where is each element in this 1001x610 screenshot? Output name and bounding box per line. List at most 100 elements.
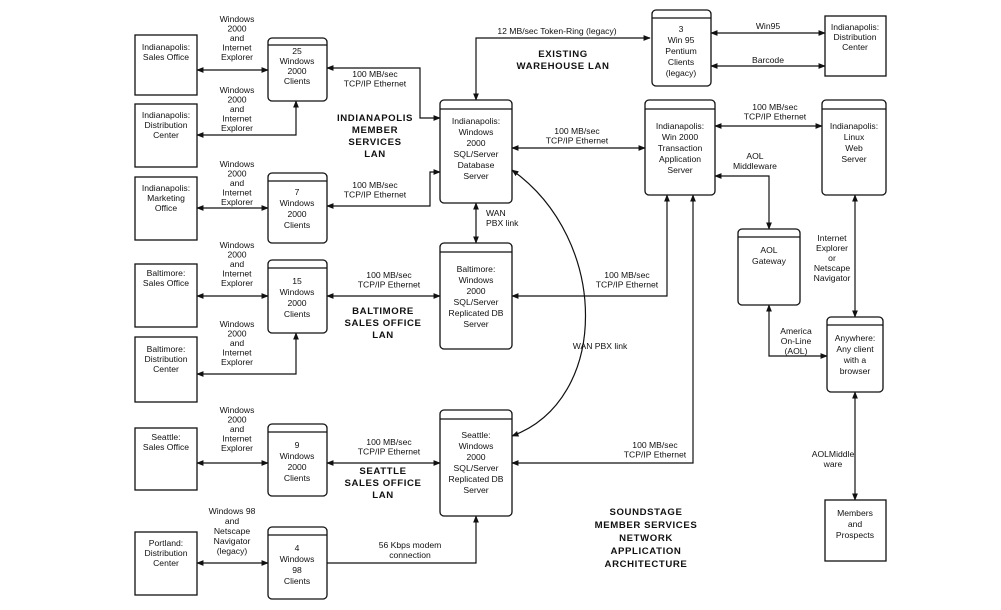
indy-lan-label-line: INDIANAPOLIS [337,113,413,124]
balt-db-server-label-line: Baltimore: [457,264,496,274]
os-label-5-line: Explorer [221,357,253,367]
diagram-title-line: ARCHITECTURE [605,559,688,570]
os-label-6-line: Explorer [221,443,253,453]
balt-db-server-label-line: SQL/Server [454,297,499,307]
aol-gateway-label-line: AOL [760,245,777,255]
indy-lan-label-line: LAN [364,149,386,160]
indy-db-server-label-line: Database [458,160,495,170]
os-label-3-line: Windows [220,159,255,169]
seattle-db-server-label-line: Seattle: [461,430,490,440]
office-members-label-line: Prospects [836,530,874,540]
seattle-db-server-label-line: Windows [459,441,494,451]
office-indy-dist-left-box [134,103,198,168]
web-server-label-line: Indianapolis: [830,121,878,131]
office-indy-sales-label-line: Indianapolis: [142,42,190,52]
balt-db-server-label-line: Replicated DB [449,308,504,318]
office-balt-dist-box [134,336,198,403]
office-indy-sales-label: Indianapolis:Sales Office [142,42,190,62]
office-members-label-line: Members [837,508,873,518]
client-boxes [267,9,712,600]
office-seattle-sales-label-line: Seattle: [151,432,180,442]
seattle-db-server-label-line: Server [463,485,488,495]
client-group-25-label-line: Clients [284,76,310,86]
anywhere-client-label-line: Anywhere: [835,333,876,343]
transaction-server-box [644,99,716,196]
balt-lan-label-line: SALES OFFICE [344,318,421,329]
client-group-25-label-line: Windows [280,56,315,66]
seattle-db-server-label-line: SQL/Server [454,463,499,473]
os-label-4-line: Windows [220,240,255,250]
os-label-4-line: 2000 [227,250,246,260]
ethernet-label-8-line: TCP/IP Ethernet [744,112,807,122]
indy-db-server-label-line: Windows [459,127,494,137]
client-group-9-box [267,423,328,497]
connections [196,30,858,566]
office-portland-box [134,531,198,596]
browsers-label-line: or [828,253,836,263]
indy-db-server-label-line: Indianapolis: [452,116,500,126]
web-server-box [821,99,887,196]
office-seattle-sales-box [134,427,198,491]
os-label-1-line: 2000 [227,24,246,34]
os-label-1-line: Windows [220,14,255,24]
os-label-1-line: Internet [222,43,252,53]
box-texts: Indianapolis:Sales Office Indianapolis:D… [142,22,879,586]
office-indy-dist-right-label-line: Center [842,42,868,52]
ethernet-label-1-line: 100 MB/sec [352,69,398,79]
transaction-server-label-line: Indianapolis: [656,121,704,131]
client-group-3-label-line: (legacy) [666,68,697,78]
seattle-lan-label-line: SEATTLE [359,466,406,477]
ethernet-label-2-line: 100 MB/sec [352,180,398,190]
office-balt-dist-label-line: Distribution [145,354,188,364]
os-label-6-line: Windows [220,405,255,415]
os-label-4-line: Explorer [221,278,253,288]
office-indy-dist-left-label-line: Indianapolis: [142,110,190,120]
modem-label-line: 56 Kbps modem [379,540,442,550]
office-balt-sales-label: Baltimore:Sales Office [143,268,189,288]
indy-lan-label-line: SERVICES [348,137,401,148]
aol-online-label-line: On-Line [781,336,812,346]
client-group-3-label-line: 3 [679,24,684,34]
office-balt-sales-label-line: Baltimore: [147,268,186,278]
diagram-title-line: SOUNDSTAGE [610,507,683,518]
client-group-25-label-line: 25 [292,46,302,56]
aol-online-label-line: America [780,326,812,336]
wan-pbx-label-line: WAN [486,208,506,218]
client-group-15-label-line: 2000 [287,298,306,308]
ethernet-label-8-line: 100 MB/sec [752,102,798,112]
seattle-db-server-box [439,409,513,517]
client-group-9-label-line: 2000 [287,462,306,472]
os-label-5-line: Windows [220,319,255,329]
os-label-6-line: Internet [222,434,252,444]
ethernet-label-7-line: 100 MB/sec [632,440,678,450]
transaction-server-label-line: Transaction [658,143,703,153]
ethernet-label-3-line: 100 MB/sec [366,270,412,280]
client-group-3-label-line: Pentium [665,46,697,56]
os-label-2-line: Windows [220,85,255,95]
anywhere-client-label-line: with a [843,355,867,365]
os-label-4-line: and [230,259,245,269]
os-label-6-line: 2000 [227,415,246,425]
office-indy-sales-label-line: Sales Office [143,52,189,62]
ethernet-label-6-line: TCP/IP Ethernet [596,280,659,290]
client-group-4-label-line: Clients [284,576,310,586]
